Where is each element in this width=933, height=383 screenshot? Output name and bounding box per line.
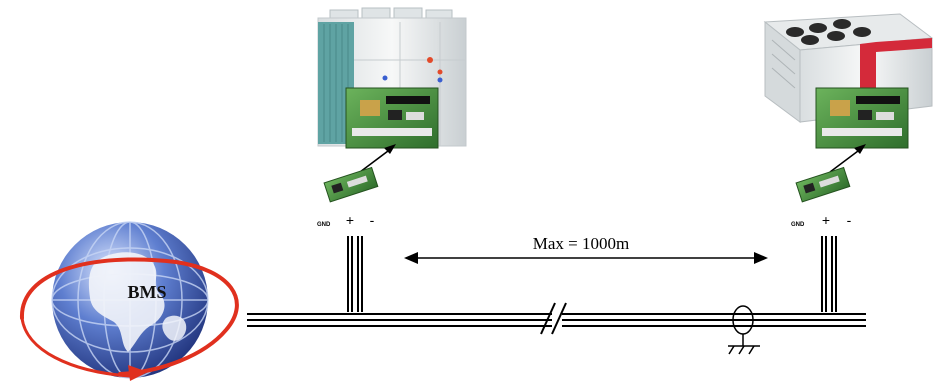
right-unit-condenser-image [765, 14, 932, 202]
right-interface-card [796, 167, 850, 201]
left-drop-wires [348, 236, 362, 312]
right-gnd-label: GND [791, 222, 805, 228]
left-interface-card [324, 167, 378, 201]
right-minus-label: - [847, 212, 852, 228]
right-control-board [816, 88, 908, 148]
bms-label: BMS [127, 282, 166, 302]
bms-globe: BMS [22, 222, 237, 381]
distance-label: Max = 1000m [533, 234, 629, 253]
right-plus-label: + [822, 212, 830, 228]
left-control-board [346, 88, 438, 148]
right-drop-wires [822, 236, 836, 312]
left-board-link [360, 148, 392, 172]
left-minus-label: - [370, 212, 375, 228]
right-board-link [830, 148, 862, 172]
left-unit-chiller-image [318, 8, 466, 202]
left-gnd-label: GND [317, 222, 331, 228]
left-plus-label: + [346, 212, 354, 228]
line-break-symbol [541, 303, 566, 334]
distance-arrow [404, 252, 768, 264]
